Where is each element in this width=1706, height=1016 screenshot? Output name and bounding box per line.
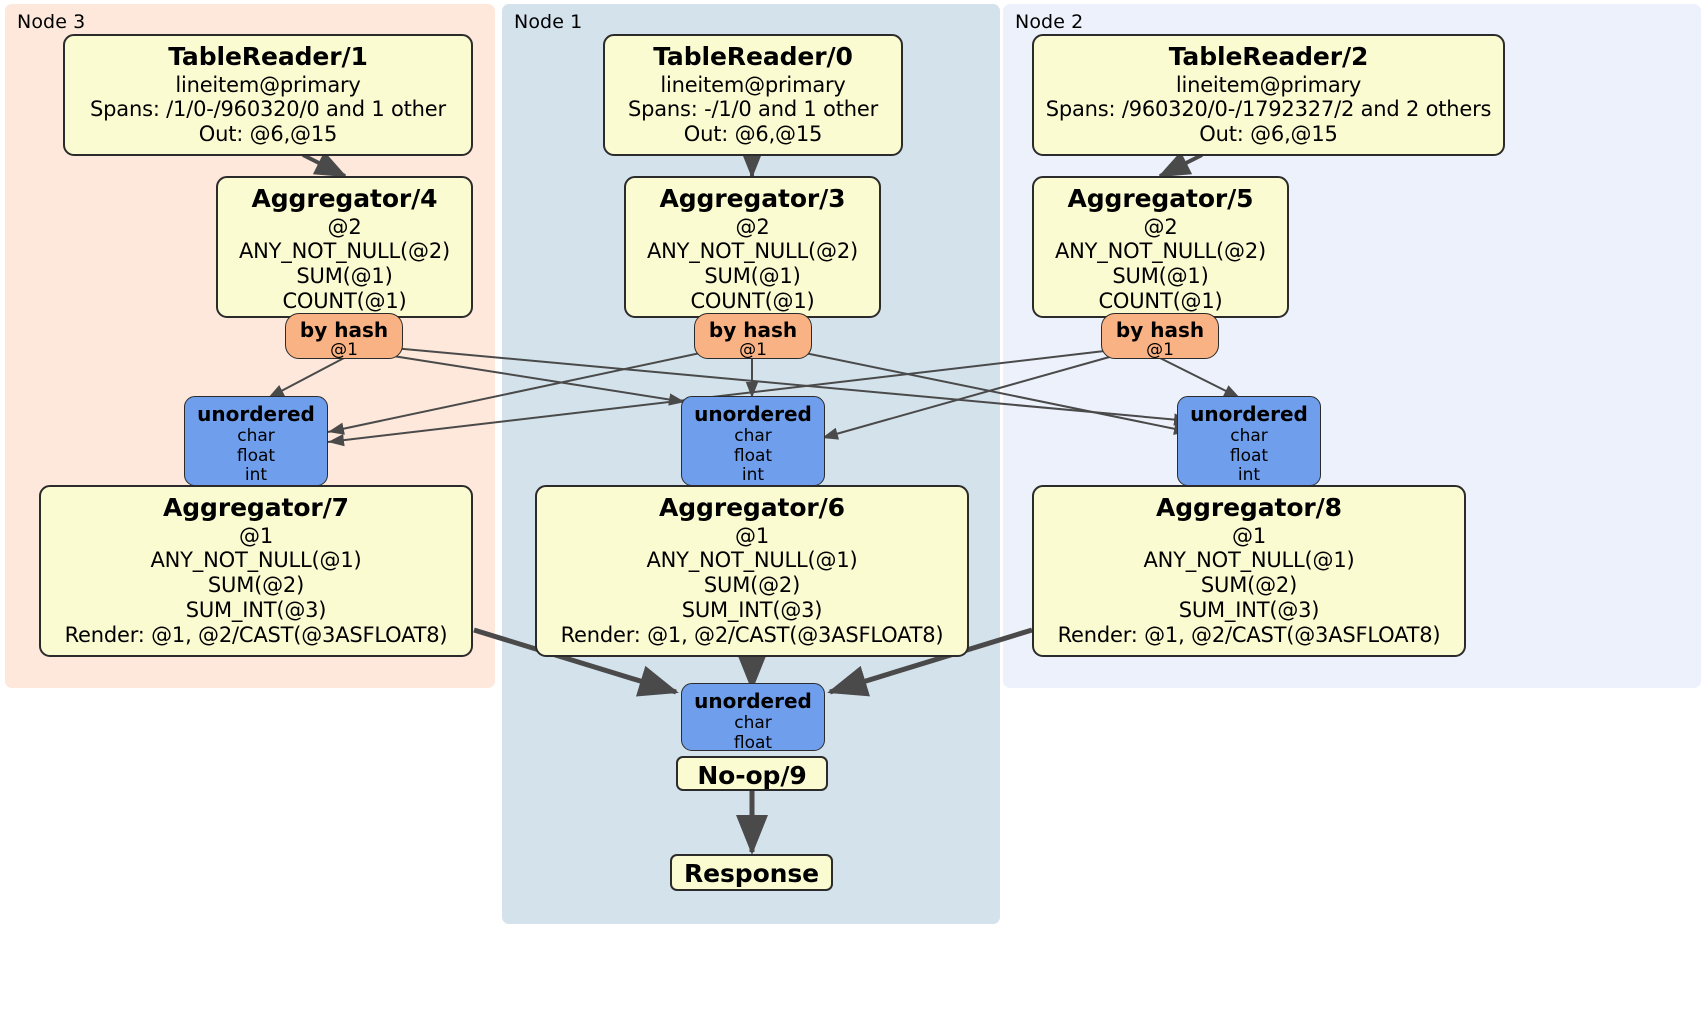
processor-line: SUM(@1) — [1112, 264, 1209, 289]
processor-line: @2 — [327, 214, 362, 239]
synchronizer-line: int — [1237, 465, 1261, 486]
processor-aggregator-8[interactable]: Aggregator/8 @1 ANY_NOT_NULL(@1) SUM(@2)… — [1032, 485, 1466, 657]
processor-aggregator-4[interactable]: Aggregator/4 @2 ANY_NOT_NULL(@2) SUM(@1)… — [216, 176, 473, 318]
router-line: @1 — [330, 340, 358, 361]
processor-line: SUM(@2) — [1200, 573, 1298, 598]
processor-table-reader-0[interactable]: TableReader/0 lineitem@primary Spans: -/… — [603, 34, 903, 156]
processor-line: SUM(@1) — [704, 264, 801, 289]
synchronizer-unordered-node-2[interactable]: unordered char float int — [1177, 396, 1321, 486]
processor-line: @1 — [239, 523, 273, 548]
processor-title: Aggregator/8 — [1156, 493, 1342, 522]
processor-line: ANY_NOT_NULL(@2) — [1055, 239, 1266, 264]
synchronizer-title: unordered — [694, 402, 812, 426]
synchronizer-unordered-node-3[interactable]: unordered char float int — [184, 396, 328, 486]
processor-title: Aggregator/5 — [1067, 184, 1254, 213]
router-by-hash-node-3[interactable]: by hash @1 — [285, 313, 403, 361]
synchronizer-line: int — [741, 465, 765, 486]
processor-title: Response — [684, 859, 819, 888]
synchronizer-unordered-final[interactable]: unordered char float — [681, 683, 825, 753]
synchronizer-line: char — [734, 713, 772, 733]
synchronizer-line: char — [734, 426, 772, 446]
synchronizer-title: unordered — [197, 402, 315, 426]
processor-line: ANY_NOT_NULL(@1) — [1143, 548, 1355, 573]
processor-line: Out: @6,@15 — [198, 122, 338, 147]
processor-line: @2 — [735, 214, 770, 239]
processor-line: lineitem@primary — [1175, 72, 1362, 97]
processor-table-reader-2[interactable]: TableReader/2 lineitem@primary Spans: /9… — [1032, 34, 1505, 156]
processor-title: Aggregator/4 — [251, 184, 438, 213]
processor-line: SUM_INT(@3) — [1178, 597, 1320, 622]
processor-no-op-9[interactable]: No-op/9 — [676, 756, 828, 791]
processor-line: Out: @6,@15 — [683, 122, 823, 147]
processor-title: TableReader/0 — [653, 42, 853, 71]
processor-title: Aggregator/6 — [659, 493, 845, 522]
router-line: @1 — [1146, 340, 1174, 361]
synchronizer-line: float — [733, 445, 773, 466]
processor-title: TableReader/2 — [1168, 42, 1369, 71]
router-by-hash-node-1[interactable]: by hash @1 — [694, 313, 812, 361]
processor-line: Spans: /1/0-/960320/0 and 1 other — [90, 97, 446, 122]
synchronizer-line: float — [1229, 445, 1269, 466]
processor-line: lineitem@primary — [175, 72, 361, 97]
processor-aggregator-6[interactable]: Aggregator/6 @1 ANY_NOT_NULL(@1) SUM(@2)… — [535, 485, 969, 657]
panel-node-1-label: Node 1 — [514, 11, 583, 33]
panel-node-3-label: Node 3 — [17, 11, 86, 33]
synchronizer-title: unordered — [694, 689, 812, 713]
processor-line: Render: @1, @2/CAST(@3ASFLOAT8) — [560, 622, 944, 647]
synchronizer-unordered-node-1[interactable]: unordered char float int — [681, 396, 825, 486]
processor-line: COUNT(@1) — [282, 288, 407, 313]
processor-line: @2 — [1143, 214, 1178, 239]
processor-response[interactable]: Response — [670, 854, 833, 891]
router-by-hash-node-2[interactable]: by hash @1 — [1101, 313, 1219, 361]
processor-line: @1 — [1232, 523, 1266, 548]
processor-title: No-op/9 — [697, 761, 807, 790]
synchronizer-line: int — [244, 465, 268, 486]
processor-line: ANY_NOT_NULL(@1) — [646, 548, 858, 573]
router-line: @1 — [739, 340, 767, 361]
processor-line: SUM_INT(@3) — [185, 597, 327, 622]
router-title: by hash — [708, 318, 798, 342]
processor-table-reader-1[interactable]: TableReader/1 lineitem@primary Spans: /1… — [63, 34, 473, 156]
processor-line: ANY_NOT_NULL(@2) — [647, 239, 858, 264]
processor-line: Out: @6,@15 — [1199, 122, 1338, 147]
synchronizer-line: float — [733, 732, 773, 753]
processor-line: lineitem@primary — [660, 72, 846, 97]
processor-line: Render: @1, @2/CAST(@3ASFLOAT8) — [64, 622, 448, 647]
processor-aggregator-7[interactable]: Aggregator/7 @1 ANY_NOT_NULL(@1) SUM(@2)… — [39, 485, 473, 657]
processor-line: SUM(@1) — [296, 264, 393, 289]
synchronizer-title: unordered — [1190, 402, 1308, 426]
processor-line: Spans: -/1/0 and 1 other — [627, 97, 879, 122]
processor-line: SUM_INT(@3) — [681, 597, 823, 622]
processor-line: SUM(@2) — [703, 573, 801, 598]
processor-line: COUNT(@1) — [690, 288, 815, 313]
processor-title: Aggregator/7 — [163, 493, 349, 522]
synchronizer-line: char — [237, 426, 275, 446]
processor-line: Spans: /960320/0-/1792327/2 and 2 others — [1045, 97, 1492, 122]
processor-line: SUM(@2) — [207, 573, 305, 598]
synchronizer-line: char — [1230, 426, 1268, 446]
processor-line: ANY_NOT_NULL(@2) — [239, 239, 450, 264]
processor-line: Render: @1, @2/CAST(@3ASFLOAT8) — [1057, 622, 1441, 647]
panel-node-2-label: Node 2 — [1015, 11, 1084, 33]
processor-line: ANY_NOT_NULL(@1) — [150, 548, 362, 573]
router-title: by hash — [299, 318, 389, 342]
synchronizer-line: float — [236, 445, 276, 466]
processor-title: Aggregator/3 — [659, 184, 846, 213]
processor-line: COUNT(@1) — [1098, 288, 1223, 313]
router-title: by hash — [1115, 318, 1205, 342]
processor-aggregator-3[interactable]: Aggregator/3 @2 ANY_NOT_NULL(@2) SUM(@1)… — [624, 176, 881, 318]
processor-title: TableReader/1 — [168, 42, 368, 71]
processor-line: @1 — [735, 523, 769, 548]
processor-aggregator-5[interactable]: Aggregator/5 @2 ANY_NOT_NULL(@2) SUM(@1)… — [1032, 176, 1289, 318]
